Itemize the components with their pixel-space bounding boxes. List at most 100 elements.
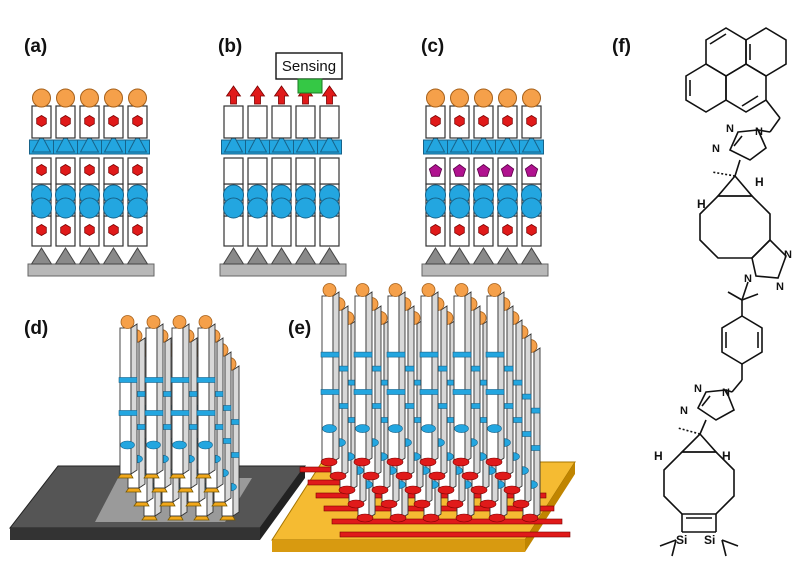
pillar-3d xyxy=(419,283,439,463)
pillar-block xyxy=(319,105,340,139)
panel-label-a: (a) xyxy=(24,36,47,57)
pillar-face xyxy=(420,295,433,463)
triazole-n2: N xyxy=(726,123,734,135)
fused-n3: N xyxy=(744,273,752,285)
blue-band xyxy=(419,351,439,358)
blue-triangle xyxy=(473,133,494,153)
triazole-n3: N xyxy=(712,143,720,155)
blue-disc xyxy=(322,424,337,433)
substrate xyxy=(219,263,347,277)
blue-band xyxy=(386,351,406,358)
red-foot xyxy=(356,513,374,523)
red-arrow xyxy=(297,85,314,105)
pillar-face xyxy=(453,295,466,463)
orange-cap xyxy=(104,88,123,108)
pillar-block xyxy=(271,105,292,139)
red-foot xyxy=(419,457,437,467)
red-foot xyxy=(386,457,404,467)
blue-circle xyxy=(473,197,494,219)
blue-circle xyxy=(247,197,268,219)
pillar-side xyxy=(138,337,146,489)
red-foot xyxy=(479,499,497,509)
pillar-side xyxy=(216,337,224,489)
triazole2-n2: N xyxy=(694,383,702,395)
hydrogen-label-1: H xyxy=(755,175,764,189)
blue-circle xyxy=(497,197,518,219)
red-hexagon xyxy=(502,224,513,236)
pillar-side xyxy=(515,319,523,491)
orange-cap xyxy=(172,315,187,329)
red-arrow xyxy=(321,85,338,105)
blue-disc xyxy=(454,424,469,433)
red-hexagon xyxy=(430,115,441,127)
pillar-column xyxy=(519,88,544,265)
pillar-face xyxy=(197,327,210,475)
pillar-3d xyxy=(386,283,406,463)
pillar-face xyxy=(171,327,184,475)
blue-triangle xyxy=(295,133,316,153)
blue-disc xyxy=(355,424,370,433)
panel-label-e: (e) xyxy=(288,318,311,339)
red-hexagon xyxy=(108,115,119,127)
red-hexagon xyxy=(132,115,143,127)
pillar-side xyxy=(130,323,138,475)
red-foot xyxy=(371,485,389,495)
pillar-side xyxy=(473,305,481,477)
triazole-top: N N N xyxy=(712,123,771,161)
blue-band xyxy=(170,410,190,416)
orange-cap xyxy=(454,283,469,297)
pillar-side xyxy=(232,365,240,517)
blue-triangle xyxy=(247,133,268,153)
pillar-column xyxy=(221,85,246,265)
pillar-column xyxy=(447,88,472,265)
red-hexagon xyxy=(132,224,143,236)
blue-band xyxy=(170,377,190,383)
red-arrow xyxy=(249,85,266,105)
pillar-3d xyxy=(320,283,340,463)
red-hexagon xyxy=(60,164,71,176)
blue-circle xyxy=(55,197,76,219)
orange-cap xyxy=(198,315,213,329)
panel-c-pillar-array xyxy=(421,88,549,277)
blue-band xyxy=(320,389,340,395)
blue-circle xyxy=(31,197,52,219)
red-foot xyxy=(461,471,479,481)
pillar-block xyxy=(223,157,244,185)
pillar-side xyxy=(164,337,172,489)
blue-band xyxy=(452,389,472,395)
red-foot xyxy=(470,485,488,495)
pillar-3d xyxy=(143,315,164,479)
blue-triangle xyxy=(319,133,340,153)
anchor-triangle xyxy=(472,247,495,265)
blue-band xyxy=(386,389,406,395)
magenta-pentagon xyxy=(452,164,467,177)
pillar-face xyxy=(321,295,334,463)
red-grid-line xyxy=(339,531,571,538)
orange-cap xyxy=(128,88,147,108)
red-hexagon xyxy=(60,224,71,236)
anchor-triangle xyxy=(246,247,269,265)
orange-cap xyxy=(56,88,75,108)
blue-triangle xyxy=(449,133,470,153)
orange-cap xyxy=(474,88,493,108)
blue-disc xyxy=(487,424,502,433)
anchor-triangle xyxy=(78,247,101,265)
blue-disc xyxy=(146,440,161,450)
anchor-triangle xyxy=(496,247,519,265)
orange-cap xyxy=(421,283,436,297)
pillar-column xyxy=(293,85,318,265)
blue-band xyxy=(485,389,505,395)
anchor-triangle xyxy=(30,247,53,265)
blue-band xyxy=(144,377,164,383)
anchor-triangle xyxy=(126,247,149,265)
blue-triangle xyxy=(31,133,52,153)
pyrene-group xyxy=(685,27,787,119)
hydrogen-label-2: H xyxy=(697,197,706,211)
red-hexagon xyxy=(526,224,537,236)
blue-triangle xyxy=(425,133,446,153)
orange-cap xyxy=(498,88,517,108)
red-foot xyxy=(380,499,398,509)
blue-band xyxy=(118,377,138,383)
panel-label-c: (c) xyxy=(421,36,444,57)
anchor-triangle xyxy=(294,247,317,265)
